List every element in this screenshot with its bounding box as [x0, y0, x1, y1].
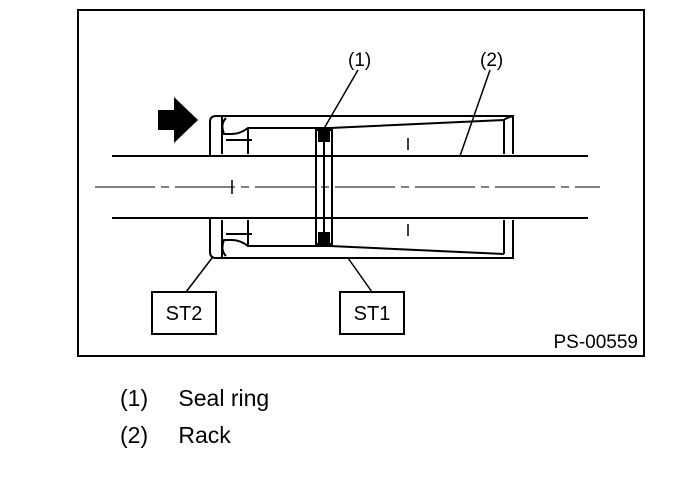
st1-sleeve: [221, 115, 514, 259]
callout-seal-ring: (1): [348, 50, 371, 71]
legend-label: Seal ring: [178, 385, 270, 411]
figure-code: PS-00559: [553, 332, 638, 353]
hidden-edge-marks: [231, 138, 409, 236]
legend-number: (2): [120, 422, 149, 448]
seal-ring: [315, 129, 333, 245]
legend-item-rack: (2) Rack: [120, 421, 231, 449]
legend-number: (1): [120, 385, 149, 411]
rack-shaft: [95, 155, 600, 219]
st2-label-box: [151, 291, 217, 335]
st2-guide: [209, 115, 252, 259]
leader-lines: [185, 69, 491, 293]
legend-label: Rack: [178, 422, 231, 448]
callout-rack: (2): [480, 50, 503, 71]
diagram-frame: [77, 9, 645, 357]
push-direction-arrow-icon: [158, 97, 198, 143]
st1-label-box: [339, 291, 405, 335]
st2-label: ST2: [166, 303, 203, 325]
legend-item-seal-ring: (1) Seal ring: [120, 384, 269, 412]
st1-label: ST1: [354, 303, 391, 325]
